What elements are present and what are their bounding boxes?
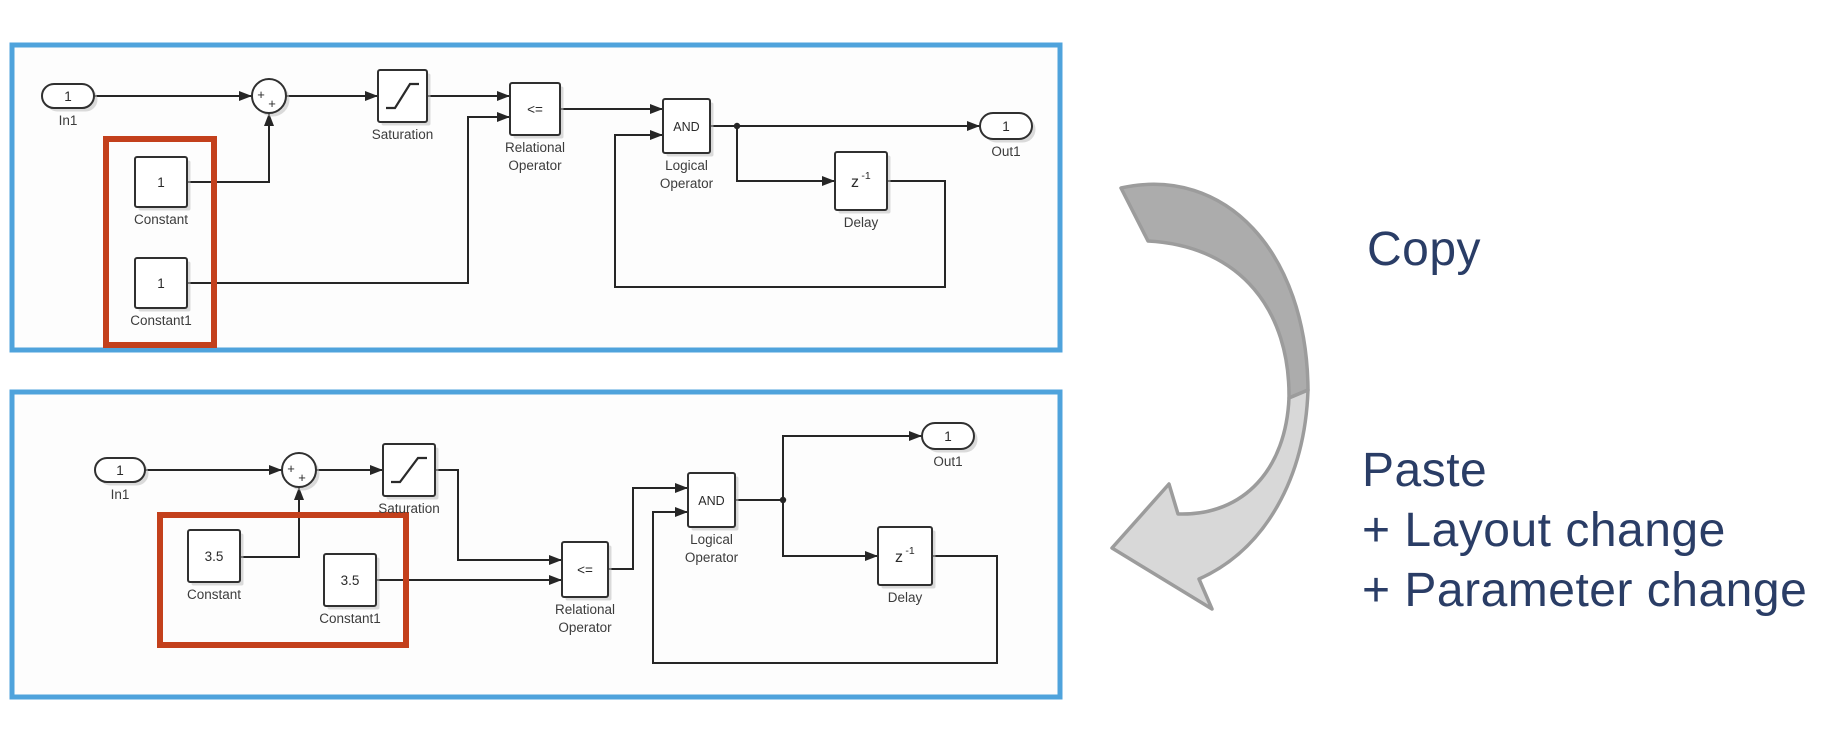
block-value: 3.5 xyxy=(341,573,360,588)
block-label: Saturation xyxy=(378,501,440,516)
wire-arrowhead xyxy=(675,483,688,493)
wire-arrowhead xyxy=(370,465,383,475)
paste-label: Paste xyxy=(1362,444,1488,497)
layout-change-label: + Layout change xyxy=(1362,504,1726,557)
signal-wire xyxy=(240,487,300,558)
signal-wire xyxy=(736,126,835,182)
copy-label: Copy xyxy=(1367,223,1482,276)
constant1-block xyxy=(134,257,188,309)
saturation-glyph xyxy=(386,82,419,110)
signal-wire xyxy=(735,435,922,501)
sum-plus-sign: + xyxy=(257,87,265,102)
wire-junction xyxy=(733,122,741,130)
block-value: 1 xyxy=(116,463,124,478)
signal-wire xyxy=(608,487,688,570)
arrow-upper-band xyxy=(1119,182,1310,400)
block-label: In1 xyxy=(59,113,78,128)
block-label: Constant1 xyxy=(319,611,381,626)
delay-z-glyph: z xyxy=(895,549,903,566)
delay-z-glyph: z xyxy=(851,174,859,191)
delay-exponent: -1 xyxy=(861,170,870,182)
wire-arrowhead xyxy=(497,112,510,122)
block-value: 1 xyxy=(1002,119,1010,134)
saturation-glyph xyxy=(391,456,427,484)
wire-arrowhead xyxy=(497,91,510,101)
constant1-block xyxy=(323,553,377,607)
block-label: Operator xyxy=(558,620,612,635)
block-label: Constant xyxy=(187,587,241,602)
block-label: Operator xyxy=(660,176,714,191)
block-label: Relational xyxy=(505,140,565,155)
wire-arrowhead xyxy=(294,487,304,500)
block-label: Out1 xyxy=(933,454,962,469)
signal-wire xyxy=(187,116,510,284)
block-label: Delay xyxy=(888,590,923,605)
outport-out1 xyxy=(921,422,975,450)
signal-wire xyxy=(782,500,878,557)
inport-in1 xyxy=(94,457,146,483)
block-label: Relational xyxy=(555,602,615,617)
block-label: Constant1 xyxy=(130,313,192,328)
block-label: Logical xyxy=(665,158,708,173)
block-value: <= xyxy=(577,563,593,578)
arrow-lower-band-with-head xyxy=(1110,388,1310,611)
wire-arrowhead xyxy=(650,130,663,140)
outport-out1 xyxy=(979,112,1033,140)
signal-wire xyxy=(614,134,946,288)
signal-wire xyxy=(652,511,998,664)
highlight-box xyxy=(157,512,409,648)
block-value: AND xyxy=(673,120,699,134)
wire-junction xyxy=(779,496,787,504)
block-label: Constant xyxy=(134,212,188,227)
sum-plus-sign: + xyxy=(298,470,306,485)
block-label: Delay xyxy=(844,215,879,230)
constant-block xyxy=(187,529,241,583)
delay-exponent: -1 xyxy=(905,545,914,557)
wire-arrowhead xyxy=(549,575,562,585)
block-value: 3.5 xyxy=(205,549,224,564)
wire-arrowhead xyxy=(675,507,688,517)
block-value: <= xyxy=(527,102,543,117)
wire-arrowhead xyxy=(239,91,252,101)
signal-wire xyxy=(435,469,562,561)
wire-arrowhead xyxy=(967,121,980,131)
wire-arrowhead xyxy=(650,104,663,114)
block-value: 1 xyxy=(64,89,72,104)
relational-operator-block xyxy=(561,541,609,598)
block-value: 1 xyxy=(157,175,165,190)
wire-arrowhead xyxy=(269,465,282,475)
block-label: Logical xyxy=(690,532,733,547)
wire-arrowhead xyxy=(549,555,562,565)
block-label: In1 xyxy=(111,487,130,502)
wire-arrowhead xyxy=(909,431,922,441)
relational-operator-block xyxy=(509,82,561,136)
curved-copy-arrow-icon xyxy=(1110,182,1310,611)
block-value: 1 xyxy=(157,276,165,291)
block-label: Operator xyxy=(508,158,562,173)
block-label: Saturation xyxy=(372,127,434,142)
wire-arrowhead xyxy=(865,551,878,561)
delay-block xyxy=(834,151,888,211)
wire-arrowhead xyxy=(264,113,274,126)
parameter-change-label: + Parameter change xyxy=(1362,564,1808,617)
block-label: Operator xyxy=(685,550,739,565)
sum-plus-sign: + xyxy=(268,96,276,111)
block-value: 1 xyxy=(944,429,952,444)
sum-block xyxy=(251,78,287,114)
wire-arrowhead xyxy=(365,91,378,101)
logical-operator-block xyxy=(662,98,711,154)
block-value: AND xyxy=(698,494,724,508)
sum-block xyxy=(281,452,317,488)
logical-operator-block xyxy=(687,472,736,528)
delay-block xyxy=(877,526,933,586)
paste-annotation: Paste + Layout change + Parameter change xyxy=(1362,441,1807,621)
constant-block xyxy=(134,156,188,208)
inport-in1 xyxy=(41,83,95,109)
highlight-box xyxy=(103,136,217,348)
original-model-diagram: 1In1++1Constant1Constant1Saturation<=Rel… xyxy=(9,42,1063,353)
sum-plus-sign: + xyxy=(287,461,295,476)
wire-arrowhead xyxy=(822,176,835,186)
block-label: Out1 xyxy=(991,144,1020,159)
